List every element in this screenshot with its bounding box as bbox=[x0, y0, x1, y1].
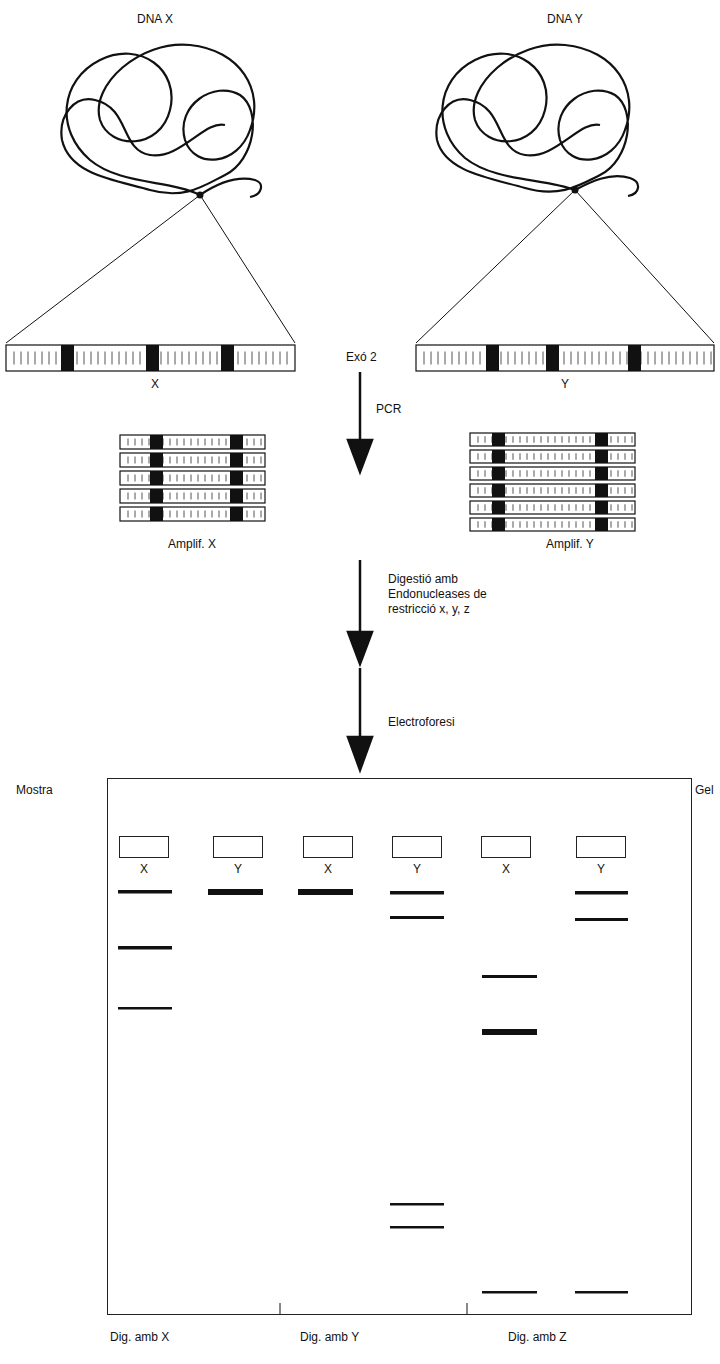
gel-well: Y bbox=[213, 836, 263, 876]
figure-label: DNA Y bbox=[545, 12, 585, 27]
zoom-line bbox=[6, 190, 714, 343]
figure-label: Y bbox=[559, 377, 571, 392]
figure-label: X bbox=[149, 377, 161, 392]
sample-label: X bbox=[119, 862, 169, 876]
well-slot bbox=[213, 836, 263, 858]
gel-well: Y bbox=[392, 836, 442, 876]
gel-band bbox=[118, 889, 628, 1294]
well-slot bbox=[303, 836, 353, 858]
figure-label: Mostra bbox=[14, 783, 55, 798]
sample-label: Y bbox=[392, 862, 442, 876]
sample-label: Y bbox=[213, 862, 263, 876]
figure-label: Electroforesi bbox=[386, 715, 457, 730]
gel-label: Gel bbox=[695, 783, 714, 797]
figure-label: Dig. amb Z bbox=[506, 1330, 569, 1345]
dna-tangle bbox=[61, 45, 261, 197]
figure-label: DNA X bbox=[135, 12, 175, 27]
figure-label: Amplif. X bbox=[166, 537, 218, 552]
figure-label: Dig. amb Y bbox=[298, 1330, 361, 1345]
exon-strip bbox=[6, 345, 714, 531]
sample-label: X bbox=[481, 862, 531, 876]
lane-divider bbox=[280, 1303, 467, 1314]
figure-label: Dig. amb X bbox=[108, 1330, 171, 1345]
process-arrow bbox=[348, 372, 372, 770]
figure-label: PCR bbox=[374, 402, 403, 417]
gel-box: GelXYXYXY bbox=[107, 778, 692, 1315]
figure-label: Exó 2 bbox=[344, 350, 379, 365]
sample-label: X bbox=[303, 862, 353, 876]
gel-well: Y bbox=[576, 836, 626, 876]
gel-well: X bbox=[481, 836, 531, 876]
well-slot bbox=[392, 836, 442, 858]
dna-tangle bbox=[436, 45, 638, 196]
well-slot bbox=[481, 836, 531, 858]
step-note: Digestió amb Endonucleases de restricció… bbox=[386, 572, 512, 617]
gel-well: X bbox=[119, 836, 169, 876]
well-slot bbox=[576, 836, 626, 858]
sample-label: Y bbox=[576, 862, 626, 876]
figure-label: Amplif. Y bbox=[544, 537, 596, 552]
gel-well: X bbox=[303, 836, 353, 876]
well-slot bbox=[119, 836, 169, 858]
